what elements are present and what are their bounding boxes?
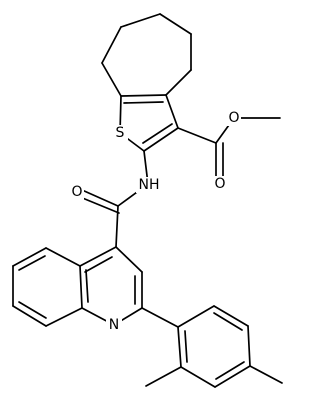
bond — [120, 13, 161, 28]
bond — [184, 330, 188, 363]
amide-nitrogen-label: NH — [139, 177, 160, 193]
bond — [123, 101, 164, 104]
bond — [101, 26, 122, 64]
bond — [142, 123, 173, 144]
bond — [115, 205, 119, 248]
bond — [177, 305, 215, 328]
bond — [213, 305, 249, 327]
atom-label-group: S O O O NH N — [70, 110, 241, 334]
label-background — [112, 125, 128, 142]
bond — [18, 301, 47, 319]
label-background — [136, 177, 162, 193]
bond — [145, 366, 182, 387]
bond — [247, 325, 251, 367]
bond — [159, 13, 192, 35]
bond — [79, 265, 83, 309]
bond — [45, 247, 81, 267]
bond — [79, 196, 120, 214]
bond — [165, 69, 192, 96]
bond — [141, 307, 179, 328]
bond — [215, 361, 245, 380]
ester-carbonyl-oxygen-label: O — [214, 176, 225, 192]
bond — [165, 94, 179, 129]
bond — [120, 94, 167, 97]
bond — [79, 246, 117, 267]
quinoline-nitrogen-label: N — [109, 317, 119, 333]
amide-oxygen-label: O — [71, 184, 82, 200]
bond — [81, 189, 119, 207]
bond — [249, 365, 283, 384]
bond — [45, 307, 83, 327]
bond — [177, 127, 217, 144]
bond — [12, 247, 47, 267]
bond-group — [12, 13, 283, 388]
bond — [143, 127, 179, 152]
bond — [84, 256, 113, 273]
label-background — [106, 317, 122, 334]
bond — [214, 365, 251, 388]
bond — [18, 255, 46, 271]
bond — [213, 312, 243, 331]
ester-ether-oxygen-label: O — [228, 110, 239, 126]
label-background — [227, 110, 241, 126]
bond — [85, 269, 89, 303]
label-background — [70, 184, 84, 200]
molecule-structure: S O O O NH N — [12, 13, 283, 388]
label-background — [213, 176, 227, 192]
bond — [12, 305, 47, 327]
bond — [101, 62, 122, 97]
sulfur-atom-label: S — [116, 125, 125, 141]
bond — [115, 246, 143, 273]
bond — [180, 366, 216, 388]
bond — [177, 326, 182, 368]
